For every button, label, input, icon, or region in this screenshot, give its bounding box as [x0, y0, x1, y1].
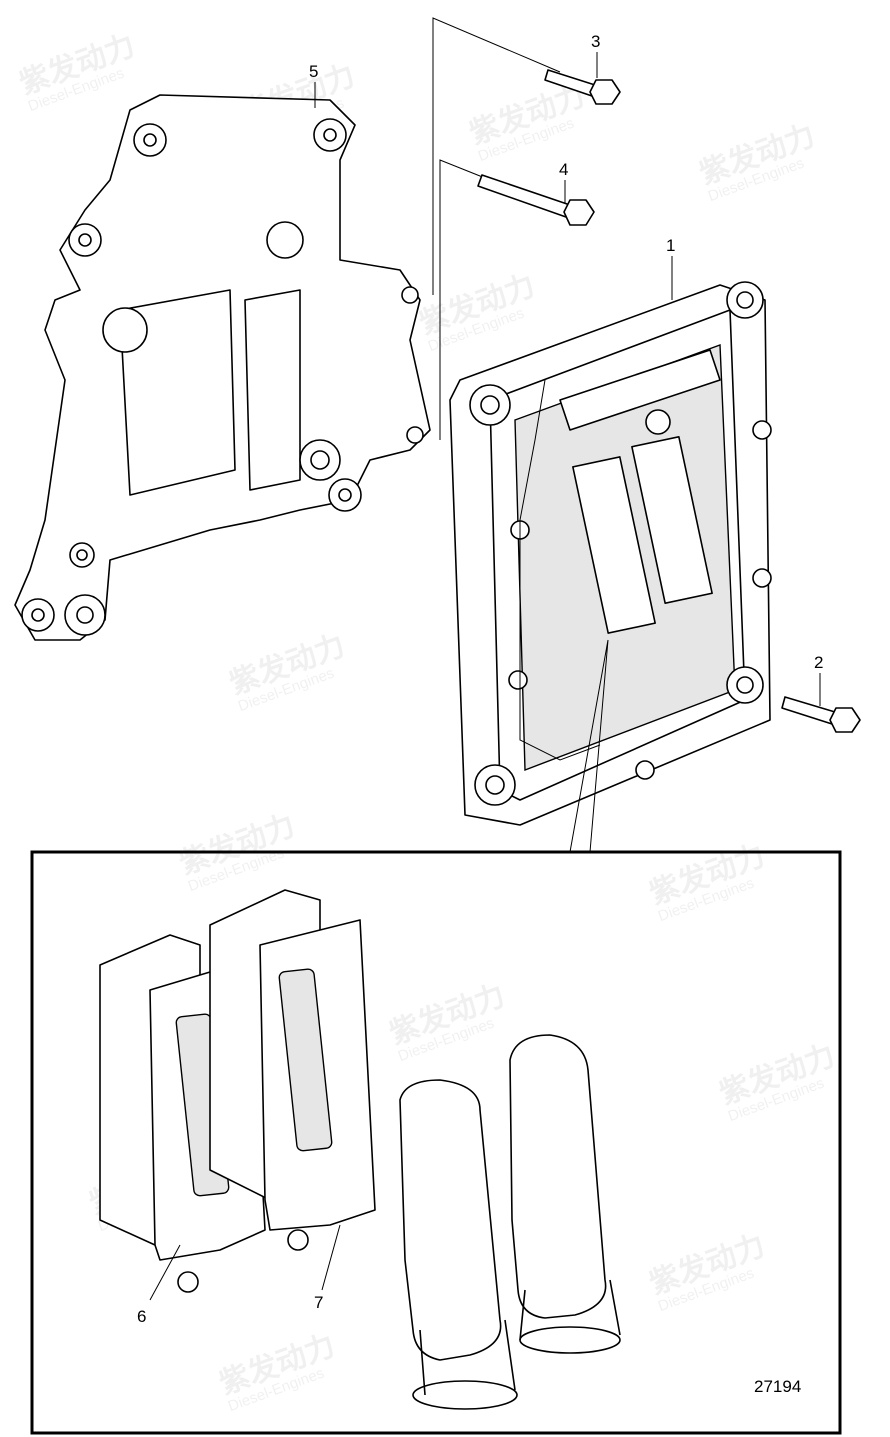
- callout-1: 1: [666, 236, 676, 255]
- inset-pointer: [569, 639, 609, 853]
- callout-5: 5: [309, 62, 319, 81]
- connector-7: [209, 889, 376, 1251]
- leader-line-6: [149, 1244, 181, 1301]
- callout-3: 3: [591, 32, 601, 51]
- bolt-2: [781, 696, 861, 733]
- callout-7: 7: [314, 1293, 324, 1312]
- bolt-4: [477, 174, 595, 226]
- figure-number: 27194: [754, 1377, 802, 1396]
- callout-2: 2: [814, 653, 824, 672]
- control-unit: [449, 281, 772, 826]
- mounting-bracket: [14, 94, 431, 641]
- callout-4: 4: [559, 160, 569, 179]
- bolt-3: [544, 69, 621, 105]
- leader-line-4: [439, 159, 491, 440]
- leader-line-7: [321, 1224, 341, 1291]
- connector-boot-left: [399, 1079, 518, 1410]
- callout-6: 6: [137, 1307, 147, 1326]
- detail-inset-frame: [30, 850, 842, 1435]
- leader-line-3: [432, 17, 561, 295]
- connector-boot-right: [509, 1034, 621, 1354]
